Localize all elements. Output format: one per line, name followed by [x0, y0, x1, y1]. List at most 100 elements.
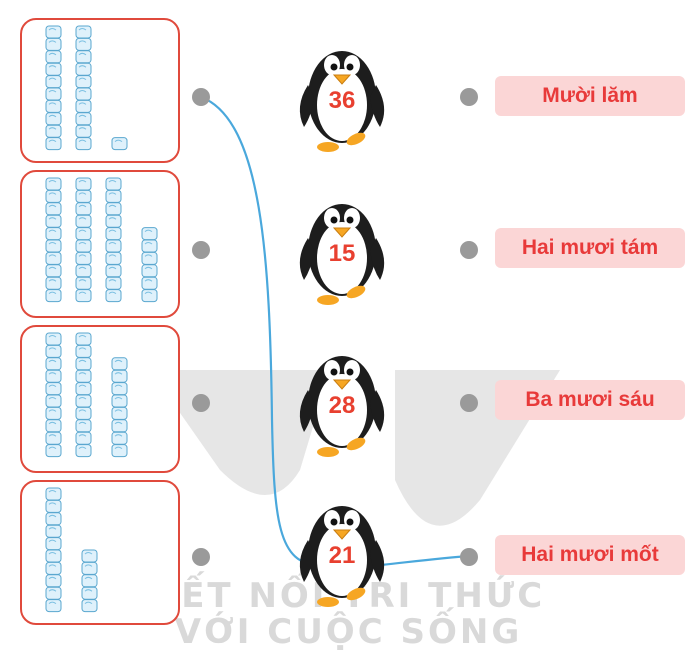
ice-cube-icon — [105, 177, 122, 191]
ice-cube-icon — [45, 357, 62, 371]
ice-cube-icon — [45, 37, 62, 51]
ice-cube-icon — [141, 276, 158, 290]
ice-cube-icon — [75, 406, 92, 420]
ice-cube-icon — [75, 227, 92, 241]
ice-cube-icon — [111, 431, 128, 445]
ice-cube-icon — [75, 137, 92, 151]
cube-card-3 — [20, 325, 180, 473]
right-dot-3[interactable] — [460, 394, 478, 412]
ice-cube-icon — [75, 357, 92, 371]
ice-cube-icon — [75, 177, 92, 191]
ice-cube-icon — [75, 369, 92, 383]
ice-cube-icon — [111, 406, 128, 420]
left-dot-1[interactable] — [192, 88, 210, 106]
ice-cube-icon — [75, 50, 92, 64]
ice-cube-icon — [141, 289, 158, 303]
left-dot-4[interactable] — [192, 548, 210, 566]
ice-cube-icon — [81, 549, 98, 563]
ice-cube-icon — [45, 524, 62, 538]
ice-cube-icon — [75, 382, 92, 396]
cube-group-1 — [45, 25, 128, 151]
ice-cube-icon — [105, 289, 122, 303]
ice-cube-icon — [105, 264, 122, 278]
ice-cube-icon — [75, 202, 92, 216]
ice-cube-icon — [45, 382, 62, 396]
ice-cube-icon — [75, 214, 92, 228]
left-dot-3[interactable] — [192, 394, 210, 412]
ice-cube-icon — [45, 586, 62, 600]
ice-cube-icon — [111, 444, 128, 458]
ice-cube-icon — [105, 214, 122, 228]
ice-cube-icon — [45, 75, 62, 89]
ice-cube-icon — [75, 62, 92, 76]
penguin-number-1: 36 — [328, 87, 356, 114]
cube-card-1 — [20, 18, 180, 163]
ice-cube-icon — [45, 344, 62, 358]
left-dot-2[interactable] — [192, 241, 210, 259]
label-2[interactable]: Hai mươi tám — [495, 228, 685, 268]
ice-cube-icon — [111, 382, 128, 396]
ice-cube-icon — [81, 574, 98, 588]
ice-cube-icon — [75, 419, 92, 433]
ice-cube-icon — [45, 214, 62, 228]
ice-cube-icon — [75, 112, 92, 126]
penguin-3: 28 — [292, 340, 392, 465]
ice-cube-icon — [45, 251, 62, 265]
label-3[interactable]: Ba mươi sáu — [495, 380, 685, 420]
ice-cube-icon — [75, 251, 92, 265]
ice-cube-icon — [105, 227, 122, 241]
penguin-2: 15 — [292, 188, 392, 313]
cube-group-4 — [45, 487, 98, 613]
ice-cube-icon — [75, 264, 92, 278]
ice-cube-icon — [141, 227, 158, 241]
ice-cube-icon — [75, 332, 92, 346]
ice-cube-icon — [141, 239, 158, 253]
ice-cube-icon — [45, 549, 62, 563]
ice-cube-icon — [45, 99, 62, 113]
ice-cube-icon — [75, 431, 92, 445]
ice-cube-icon — [45, 444, 62, 458]
ice-cube-icon — [45, 499, 62, 513]
ice-cube-icon — [141, 251, 158, 265]
ice-cube-icon — [45, 369, 62, 383]
cube-group-3 — [45, 332, 128, 458]
ice-cube-icon — [75, 189, 92, 203]
ice-cube-icon — [45, 264, 62, 278]
ice-cube-icon — [45, 50, 62, 64]
penguin-number-4: 21 — [328, 542, 356, 569]
ice-cube-icon — [45, 124, 62, 138]
penguin-number-2: 15 — [328, 240, 356, 267]
connection-line-1 — [200, 95, 321, 567]
label-1[interactable]: Mười lăm — [495, 76, 685, 116]
ice-cube-icon — [111, 419, 128, 433]
ice-cube-icon — [75, 99, 92, 113]
label-4[interactable]: Hai mươi mốt — [495, 535, 685, 575]
ice-cube-icon — [45, 202, 62, 216]
penguin-icon — [299, 204, 385, 305]
penguin-1: 36 — [292, 35, 392, 160]
ice-cube-icon — [75, 444, 92, 458]
ice-cube-icon — [45, 599, 62, 613]
ice-cube-icon — [75, 25, 92, 39]
ice-cube-icon — [45, 394, 62, 408]
ice-cube-icon — [45, 406, 62, 420]
ice-cube-icon — [45, 537, 62, 551]
ice-cube-icon — [75, 37, 92, 51]
penguin-number-3: 28 — [328, 392, 356, 419]
ice-cube-icon — [45, 112, 62, 126]
ice-cube-icon — [75, 289, 92, 303]
ice-cube-icon — [45, 419, 62, 433]
ice-cube-icon — [75, 239, 92, 253]
ice-cube-icon — [45, 487, 62, 501]
ice-cube-icon — [45, 574, 62, 588]
penguin-icon — [299, 356, 385, 457]
ice-cube-icon — [141, 264, 158, 278]
right-dot-2[interactable] — [460, 241, 478, 259]
right-dot-1[interactable] — [460, 88, 478, 106]
cube-group-2 — [45, 177, 158, 303]
ice-cube-icon — [111, 394, 128, 408]
ice-cube-icon — [105, 251, 122, 265]
ice-cube-icon — [105, 276, 122, 290]
right-dot-4[interactable] — [460, 548, 478, 566]
